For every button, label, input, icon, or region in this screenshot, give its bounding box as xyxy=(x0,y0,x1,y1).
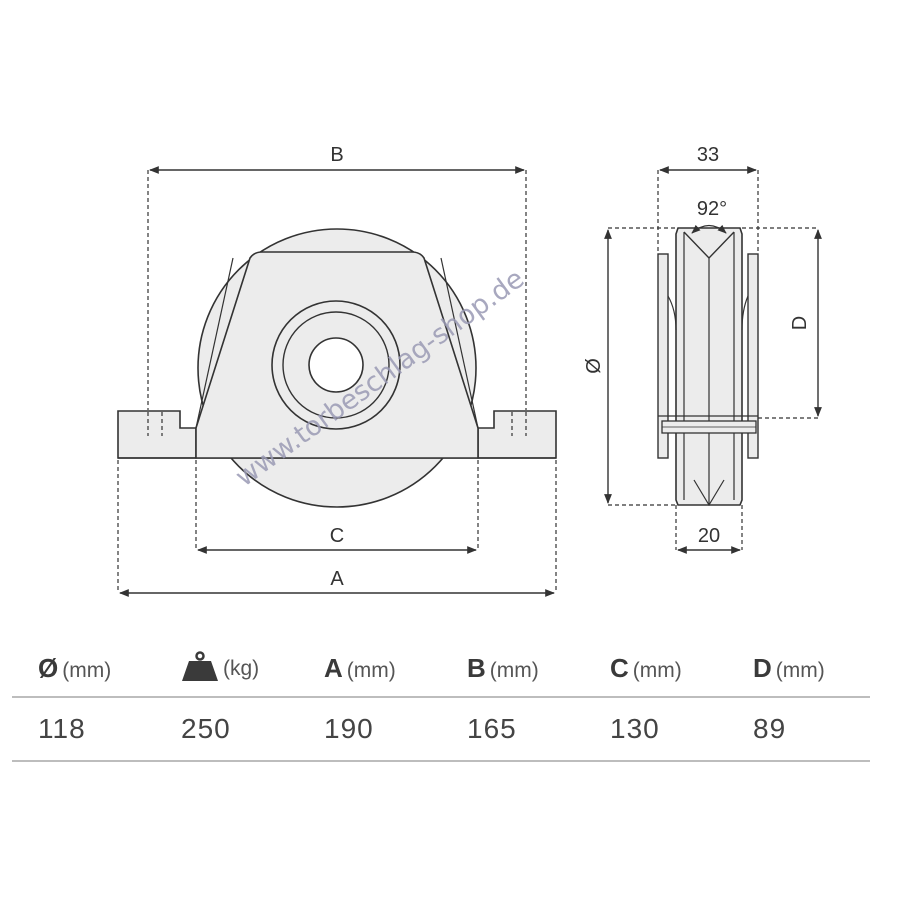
dimension-angle: 92° xyxy=(691,198,727,234)
dimension-c: C xyxy=(195,460,479,554)
header-symbol: A xyxy=(324,652,343,683)
label-20: 20 xyxy=(698,525,720,547)
header-unit: (mm) xyxy=(346,658,396,682)
technical-drawing: B C A 33 xyxy=(117,144,822,597)
side-view xyxy=(657,227,759,507)
label-angle: 92° xyxy=(697,198,727,220)
value-b: 165 xyxy=(467,713,517,744)
dimension-b: B xyxy=(147,144,527,410)
header-b: B(mm) xyxy=(441,653,584,684)
label-a: A xyxy=(330,568,344,590)
header-symbol: D xyxy=(753,652,772,683)
table-row: 118 250 190 165 130 89 xyxy=(12,698,870,762)
dimension-33: 33 xyxy=(657,144,759,253)
label-33: 33 xyxy=(697,144,719,166)
dimension-d: D xyxy=(742,227,822,419)
axle-hole xyxy=(308,337,364,393)
label-diameter: Ø xyxy=(583,358,605,374)
value-c: 130 xyxy=(610,713,660,744)
header-symbol: C xyxy=(610,652,629,683)
header-d: D(mm) xyxy=(727,653,870,684)
base-plate xyxy=(117,410,197,459)
value-a: 190 xyxy=(324,713,374,744)
label-d: D xyxy=(789,316,811,330)
label-b: B xyxy=(330,144,343,166)
header-unit: (mm) xyxy=(632,658,682,682)
front-view xyxy=(117,228,557,508)
spec-table: Ø(mm) (kg) A(mm) B(mm) C(mm) D(mm) 118 2… xyxy=(12,640,870,762)
header-a: A(mm) xyxy=(298,653,441,684)
value-d: 89 xyxy=(753,713,787,744)
dimension-diameter: Ø xyxy=(583,227,676,506)
header-symbol: B xyxy=(467,652,486,683)
header-unit: (mm) xyxy=(775,658,825,682)
weight-icon xyxy=(181,650,219,686)
header-c: C(mm) xyxy=(584,653,727,684)
value-load: 250 xyxy=(181,713,231,744)
header-unit: (kg) xyxy=(223,656,260,680)
dimension-a: A xyxy=(117,460,557,597)
header-diameter: Ø(mm) xyxy=(12,653,155,684)
value-diameter: 118 xyxy=(38,713,86,744)
dimension-20: 20 xyxy=(675,505,743,554)
header-load: (kg) xyxy=(155,650,298,686)
label-c: C xyxy=(330,525,344,547)
table-header-row: Ø(mm) (kg) A(mm) B(mm) C(mm) D(mm) xyxy=(12,640,870,698)
header-symbol: Ø xyxy=(38,652,59,683)
header-unit: (mm) xyxy=(489,658,539,682)
header-unit: (mm) xyxy=(62,658,112,682)
